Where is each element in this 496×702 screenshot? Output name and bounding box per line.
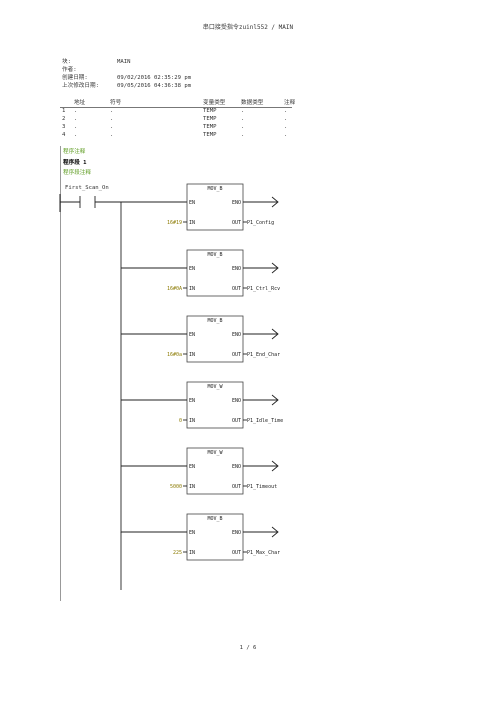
block-out-operand: P1_Ctrl_Rcv xyxy=(247,286,280,292)
pin-out-label: OUT xyxy=(232,550,241,556)
pin-en-label: EN xyxy=(189,266,195,272)
row-var-type: TEMP xyxy=(203,108,217,114)
row-symbol: . xyxy=(110,116,114,122)
vars-header-data-type: 数据类型 xyxy=(241,100,264,106)
block-in-value: 225 xyxy=(173,550,182,556)
row-data-type: . xyxy=(241,124,245,130)
pin-out-label: OUT xyxy=(232,352,241,358)
row-address: . xyxy=(74,124,78,130)
row-comment: . xyxy=(284,108,288,114)
row-var-type: TEMP xyxy=(203,124,217,130)
vars-header-comment: 注释 xyxy=(284,100,296,106)
row-address: . xyxy=(74,116,78,122)
pin-in-label: IN xyxy=(189,220,195,226)
pin-in-label: IN xyxy=(189,418,195,424)
contact-label: First_Scan_On xyxy=(65,185,109,191)
pin-in-label: IN xyxy=(189,286,195,292)
pin-out-label: OUT xyxy=(232,286,241,292)
function-block xyxy=(186,447,244,495)
block-name: MOV_W xyxy=(207,384,223,390)
pin-out-label: OUT xyxy=(232,418,241,424)
row-var-type: TEMP xyxy=(203,116,217,122)
row-address: . xyxy=(74,132,78,138)
block-in-value: 5000 xyxy=(170,484,182,490)
function-block xyxy=(186,381,244,429)
pin-out-label: OUT xyxy=(232,484,241,490)
pin-out-label: OUT xyxy=(232,220,241,226)
row-address: . xyxy=(74,108,78,114)
row-data-type: . xyxy=(241,108,245,114)
coil-arrow-icon xyxy=(271,196,279,208)
row-comment: . xyxy=(284,116,288,122)
row-symbol: . xyxy=(110,124,114,130)
program-left-rule xyxy=(60,146,61,601)
modified-label: 上次修改日期: xyxy=(62,83,99,89)
vars-header-address: 地址 xyxy=(74,100,86,106)
row-var-type: TEMP xyxy=(203,132,217,138)
program-comment: 程序注释 xyxy=(63,149,86,155)
function-block xyxy=(186,249,244,297)
block-label: 块: xyxy=(62,59,71,65)
row-index: 4 xyxy=(62,132,66,138)
block-name: MOV_B xyxy=(207,186,222,192)
vars-header-var-type: 变量类型 xyxy=(203,100,226,106)
function-block xyxy=(186,183,244,231)
pin-eno-label: ENO xyxy=(232,530,241,536)
block-name: MOV_B xyxy=(207,516,222,522)
block-out-operand: P1_End_Char xyxy=(247,352,280,358)
pin-eno-label: ENO xyxy=(232,332,241,338)
coil-arrow-icon xyxy=(271,328,279,340)
coil-arrow-icon xyxy=(271,262,279,274)
row-data-type: . xyxy=(241,132,245,138)
modified-value: 09/05/2016 04:36:38 pm xyxy=(117,83,192,89)
function-block xyxy=(186,513,244,561)
pin-eno-label: ENO xyxy=(232,464,241,470)
block-in-value: 16#19 xyxy=(167,220,182,226)
row-index: 2 xyxy=(62,116,66,122)
pin-in-label: IN xyxy=(189,352,195,358)
pin-en-label: EN xyxy=(189,464,195,470)
block-out-operand: P1_Idle_Time xyxy=(247,418,283,424)
block-out-operand: P1_Timeout xyxy=(247,484,277,490)
pin-eno-label: ENO xyxy=(232,200,241,206)
block-in-value: 0 xyxy=(179,418,182,424)
row-comment: . xyxy=(284,124,288,130)
pin-en-label: EN xyxy=(189,398,195,404)
pin-in-label: IN xyxy=(189,484,195,490)
coil-arrow-icon xyxy=(271,394,279,406)
block-name: MOV_W xyxy=(207,450,223,456)
row-comment: . xyxy=(284,132,288,138)
page-number: 1 / 6 xyxy=(239,645,257,651)
block-name: MOV_B xyxy=(207,318,222,324)
vars-header-symbol: 符号 xyxy=(110,100,122,106)
network-comment: 程序段注释 xyxy=(63,170,91,176)
block-name: MOV_B xyxy=(207,252,222,258)
function-block xyxy=(186,315,244,363)
pin-eno-label: ENO xyxy=(232,398,241,404)
vars-header-rule xyxy=(60,107,292,108)
created-value: 09/02/2016 02:35:29 pm xyxy=(117,75,192,81)
pin-eno-label: ENO xyxy=(232,266,241,272)
author-label: 作者: xyxy=(62,67,77,73)
page-header-title: 串口接受指令zuinl552 / MAIN xyxy=(202,24,294,31)
row-index: 1 xyxy=(62,108,66,114)
pin-en-label: EN xyxy=(189,332,195,338)
coil-arrow-icon xyxy=(271,460,279,472)
block-in-value: 16#0a xyxy=(167,352,182,358)
row-symbol: . xyxy=(110,108,114,114)
block-in-value: 16#0A xyxy=(167,286,182,292)
created-label: 创建日期: xyxy=(62,75,88,81)
row-index: 3 xyxy=(62,124,66,130)
network-title: 程序段 1 xyxy=(63,160,87,166)
pin-in-label: IN xyxy=(189,550,195,556)
block-value: MAIN xyxy=(117,59,131,65)
coil-arrow-icon xyxy=(271,526,279,538)
row-data-type: . xyxy=(241,116,245,122)
block-out-operand: P1_Config xyxy=(247,220,274,226)
block-out-operand: P1_Max_Char xyxy=(247,550,280,556)
pin-en-label: EN xyxy=(189,200,195,206)
pin-en-label: EN xyxy=(189,530,195,536)
row-symbol: . xyxy=(110,132,114,138)
